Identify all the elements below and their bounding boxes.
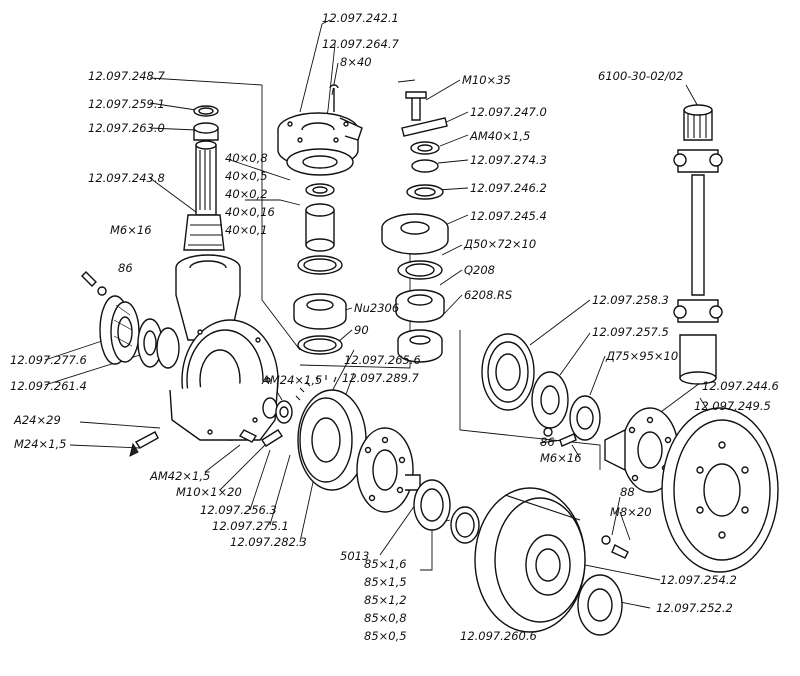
label-s8515: 85×1,5 (364, 575, 407, 589)
label-s402: 40×0,2 (225, 187, 268, 201)
bevel-gear (295, 375, 367, 491)
shim-stack (293, 183, 347, 355)
label-s4016: 40×0,16 (225, 205, 275, 219)
label-q208: Q208 (464, 263, 495, 277)
label-b86b: 86 (540, 435, 555, 449)
label-m10x35: M10×35 (462, 73, 511, 87)
bolts-left (129, 429, 283, 457)
label-p2591: 12.097.259.1 (88, 97, 165, 111)
label-p2438: 12.097.243.8 (88, 171, 165, 185)
washer-bottom (577, 535, 629, 636)
brake-disc (661, 407, 779, 573)
label-a24: A24×29 (13, 413, 61, 427)
label-p2614: 12.097.261.4 (10, 379, 87, 393)
drum-housing (474, 487, 586, 633)
bearing-5013 (413, 479, 451, 531)
label-b86a: 86 (118, 261, 133, 275)
label-m6x16a: M6×16 (110, 223, 152, 237)
seal-assembly-left (81, 271, 180, 369)
label-b90: 90 (354, 323, 369, 337)
label-p2897: 12.097.289.7 (342, 371, 419, 385)
label-s408: 40×0,8 (225, 151, 268, 165)
label-nu2306: Nu2306 (354, 301, 399, 315)
label-s8508: 85×0,8 (364, 611, 407, 625)
label-p2470: 12.097.247.0 (470, 105, 547, 119)
label-p2522: 12.097.252.2 (656, 601, 733, 615)
label-p2542: 12.097.254.2 (660, 573, 737, 587)
cardan-shaft (673, 104, 723, 385)
small-nuts (262, 397, 293, 424)
label-s8505: 85×0,5 (364, 629, 407, 643)
label-p2575: 12.097.257.5 (592, 325, 669, 339)
label-p2563: 12.097.256.3 (200, 503, 277, 517)
label-d75: Д75×95×10 (605, 349, 678, 363)
label-p2606: 12.097.260.6 (460, 629, 537, 643)
label-d50: Д50×72×10 (463, 237, 536, 251)
label-d840: 8×40 (340, 55, 372, 69)
label-am42: AM42×1,5 (149, 469, 210, 483)
label-p2454: 12.097.245.4 (470, 209, 547, 223)
label-p6100: 6100-30-02/02 (598, 69, 683, 83)
label-p2630: 12.097.263.0 (88, 121, 165, 135)
label-s8516: 85×1,6 (364, 557, 407, 571)
label-am40: AM40×1,5 (469, 129, 530, 143)
label-m6x16b: M6×16 (540, 451, 582, 465)
right-stack (381, 91, 449, 363)
label-s8512: 85×1,2 (364, 593, 407, 607)
label-p2495: 12.097.249.5 (694, 399, 771, 413)
shim-ring-85 (450, 506, 480, 544)
label-p2421: 12.097.242.1 (322, 11, 399, 25)
bearing-flange-top (277, 84, 363, 176)
label-m8x20: M8×20 (610, 505, 652, 519)
label-p2776: 12.097.277.6 (10, 353, 87, 367)
label-m10x1: M10×1×20 (176, 485, 242, 499)
label-s405: 40×0,5 (225, 169, 268, 183)
label-p2743: 12.097.274.3 (470, 153, 547, 167)
label-p2751: 12.097.275.1 (212, 519, 289, 533)
label-s401: 40×0,1 (225, 223, 268, 237)
label-am24: AM24×1,5 (261, 373, 322, 387)
label-p2487: 12.097.248.7 (88, 69, 165, 83)
splined-shaft (183, 105, 225, 251)
label-p2823: 12.097.282.3 (230, 535, 307, 549)
main-housing (169, 254, 279, 441)
label-p2462: 12.097.246.2 (470, 181, 547, 195)
label-b5013: 5013 (340, 549, 369, 563)
part-labels: 12.097.242.1 12.097.264.7 8×40 12.097.24… (10, 11, 779, 643)
label-p2656: 12.097.265.6 (344, 353, 421, 367)
label-p2647: 12.097.264.7 (322, 37, 399, 51)
label-b88: 88 (620, 485, 635, 499)
label-p2583: 12.097.258.3 (592, 293, 669, 307)
output-flange (604, 407, 679, 493)
label-b6208: 6208.RS (464, 288, 512, 302)
label-m24: M24×1,5 (14, 437, 66, 451)
hub-flange (356, 427, 421, 513)
label-p2446: 12.097.244.6 (702, 379, 779, 393)
seal-rings-right (481, 333, 601, 447)
